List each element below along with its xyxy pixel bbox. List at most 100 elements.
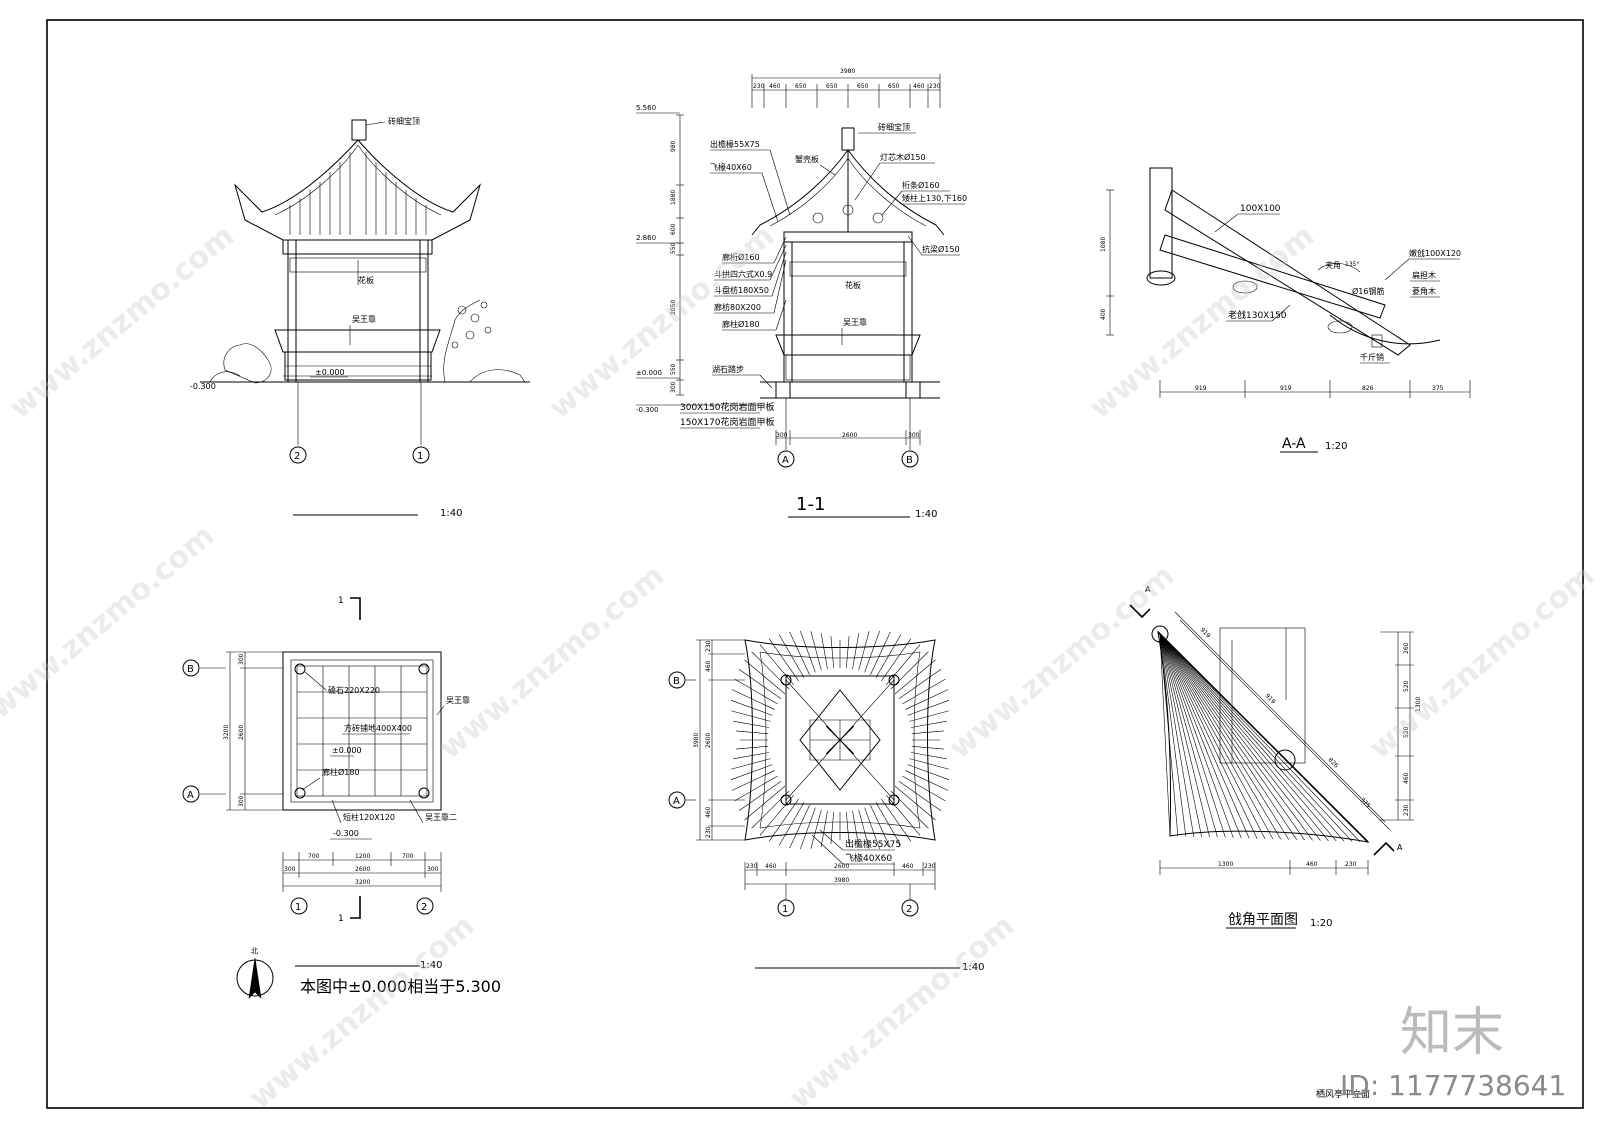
- sec-left-dim-6: 550: [670, 363, 677, 375]
- roof-rafter-line: [881, 798, 912, 842]
- roof-rafter-line: [731, 710, 771, 722]
- roof-rafter-line: [800, 807, 816, 850]
- roof-rafter-line: [910, 720, 947, 728]
- roof-rafter-line: [789, 631, 810, 675]
- plan-bot-mid-1: 300: [284, 866, 296, 873]
- corner-rafter-line: [1159, 633, 1361, 842]
- sec-rnote-4: 桁条Ø160: [902, 180, 940, 190]
- plan-bot-dim-1: 700: [308, 853, 320, 860]
- corner-rafter-line: [1159, 633, 1345, 842]
- roof-left-dim-1: 230: [705, 640, 712, 652]
- aa-label-5: 扁担木: [1412, 270, 1436, 280]
- elev-axis-left: 2: [294, 451, 300, 462]
- roof-axis-2: 2: [906, 904, 912, 915]
- elev-finial-label: 砖细宝顶: [388, 116, 420, 126]
- plan-left-dim-2: 2600: [238, 725, 245, 740]
- aa-label-2: 夹角: [1325, 260, 1341, 270]
- sec-level-2: 2.860: [636, 234, 656, 242]
- plan-axis-a: A: [187, 790, 194, 801]
- aa-label-4: 嫩戗100X120: [1409, 248, 1461, 258]
- plan-label-5: 短柱120X120: [343, 812, 395, 822]
- sec-panel-label: 花板: [845, 280, 861, 290]
- plan-bot-mid-2: 2600: [355, 866, 370, 873]
- corner-right-dim-2: 520: [1403, 680, 1410, 692]
- corner-bot-dim-1: 1300: [1218, 861, 1233, 868]
- sec-left-dim-7: 300: [670, 381, 677, 393]
- roof-rafter-line: [911, 745, 944, 750]
- sec-note-1: 出檐椽55X75: [710, 139, 760, 149]
- roof-left-dim-3: 2600: [705, 733, 712, 748]
- roof-rafter-line: [744, 659, 786, 694]
- roof-rafter-line: [907, 764, 950, 780]
- corner-rafter-line: [1159, 633, 1290, 840]
- sec-top-dim-1: 230: [753, 83, 765, 90]
- roof-rafter-line: [744, 786, 786, 821]
- corner-rafter-line: [1159, 633, 1202, 838]
- roof-rafter-line: [830, 811, 835, 844]
- roof-scale: 1:40: [962, 962, 984, 973]
- sec-note-2: 飞椽40X60: [710, 162, 752, 172]
- sec-left-dim-4: 550: [670, 242, 677, 254]
- sec-rnote-1: 砖细宝顶: [878, 122, 910, 132]
- corner-rafter-line: [1159, 633, 1250, 839]
- aa-label-9: 千斤销: [1360, 352, 1384, 362]
- corner-rafter-line: [1159, 633, 1179, 837]
- roof-bot-dim-3: 2600: [834, 863, 849, 870]
- corner-rafter-line: [1159, 633, 1171, 837]
- plan-note: 本图中±0.000相当于5.300: [300, 977, 501, 996]
- roof-rafter-line: [894, 786, 936, 821]
- corner-rafter-line: [1159, 633, 1321, 841]
- corner-right-dim-1: 260: [1403, 642, 1410, 654]
- roof-rafter-line: [902, 775, 946, 802]
- corner-right-dim-4: 460: [1403, 772, 1410, 784]
- corner-diag-dim-4: 375: [1359, 796, 1372, 809]
- corner-rafter-line: [1159, 633, 1218, 838]
- aa-label-8: 老戗130X150: [1228, 309, 1287, 321]
- sec-level-3: ±0.000: [636, 369, 662, 377]
- aa-label-1: 100X100: [1240, 204, 1281, 214]
- plan-label-6: 吴王靠二: [425, 812, 457, 822]
- plan-axis-2: 2: [421, 902, 427, 913]
- watermark-url-1: www.znzmo.com: [3, 218, 241, 426]
- sec-top-dim-2: 460: [769, 83, 781, 90]
- plan-label-7: 吴王靠: [446, 695, 470, 705]
- elevation-view: 砖细宝顶 花板 吴王靠 ±0.000 -0.300 2 1 1:40: [190, 116, 530, 519]
- roof-rafter-line: [731, 770, 775, 791]
- corner-rafter-line: [1159, 633, 1313, 841]
- roof-left-dim-4: 460: [705, 806, 712, 818]
- corner-rafter-line: [1159, 633, 1305, 841]
- roof-rafter-line: [909, 710, 949, 722]
- plan-bot-mid-3: 300: [427, 866, 439, 873]
- sec-rnote-5: 矮柱上130,下160: [902, 193, 967, 203]
- plan-label-3: ±0.000: [332, 746, 362, 755]
- watermark-logo: 知末: [1400, 1003, 1504, 1063]
- roof-rafter-line: [870, 631, 891, 675]
- roof-rafter-line: [751, 790, 790, 829]
- sec-top-dim-3: 650: [795, 83, 807, 90]
- corner-rafter-line: [1159, 633, 1274, 840]
- roof-rafter-line: [852, 810, 860, 847]
- roof-rafter-line: [778, 802, 805, 846]
- plan-view: 1 1 3200 300 2600 300 B A 磉石22: [182, 596, 501, 999]
- detail-aa-view: 1080 400 919 919 826 375 100X100 夹角 135°…: [1100, 167, 1471, 453]
- roof-rafter-line: [902, 678, 946, 705]
- plan-label-2: 方砖铺地400X400: [344, 723, 412, 733]
- aa-label-7: Ø16钢筋: [1352, 286, 1384, 296]
- roof-rafter-line: [733, 752, 770, 760]
- roof-plan-view: 3980 230 460 2600 460 230 B A 出檐椽55X75 飞…: [668, 630, 984, 973]
- aa-bot-dim-3: 826: [1362, 385, 1374, 392]
- roof-rafter-line: [864, 807, 880, 850]
- corner-rafter-line: [1159, 633, 1258, 839]
- roof-rafter-line: [820, 633, 828, 670]
- sec-note-5: 廊枋80X200: [714, 302, 761, 312]
- roof-bot-dim-2: 460: [765, 863, 777, 870]
- roof-rafter-line: [898, 668, 942, 699]
- watermark-url-3: www.znzmo.com: [1083, 218, 1321, 426]
- roof-rafter-line: [890, 790, 929, 829]
- sec-top-dim-7: 460: [913, 83, 925, 90]
- roof-rafter-line: [894, 659, 936, 694]
- roof-label-2: 飞椽40X60: [845, 852, 892, 864]
- corner-right-dim-5: 230: [1403, 804, 1410, 816]
- plan-label-8: -0.300: [333, 829, 359, 838]
- watermark-url-6: www.znzmo.com: [943, 558, 1181, 766]
